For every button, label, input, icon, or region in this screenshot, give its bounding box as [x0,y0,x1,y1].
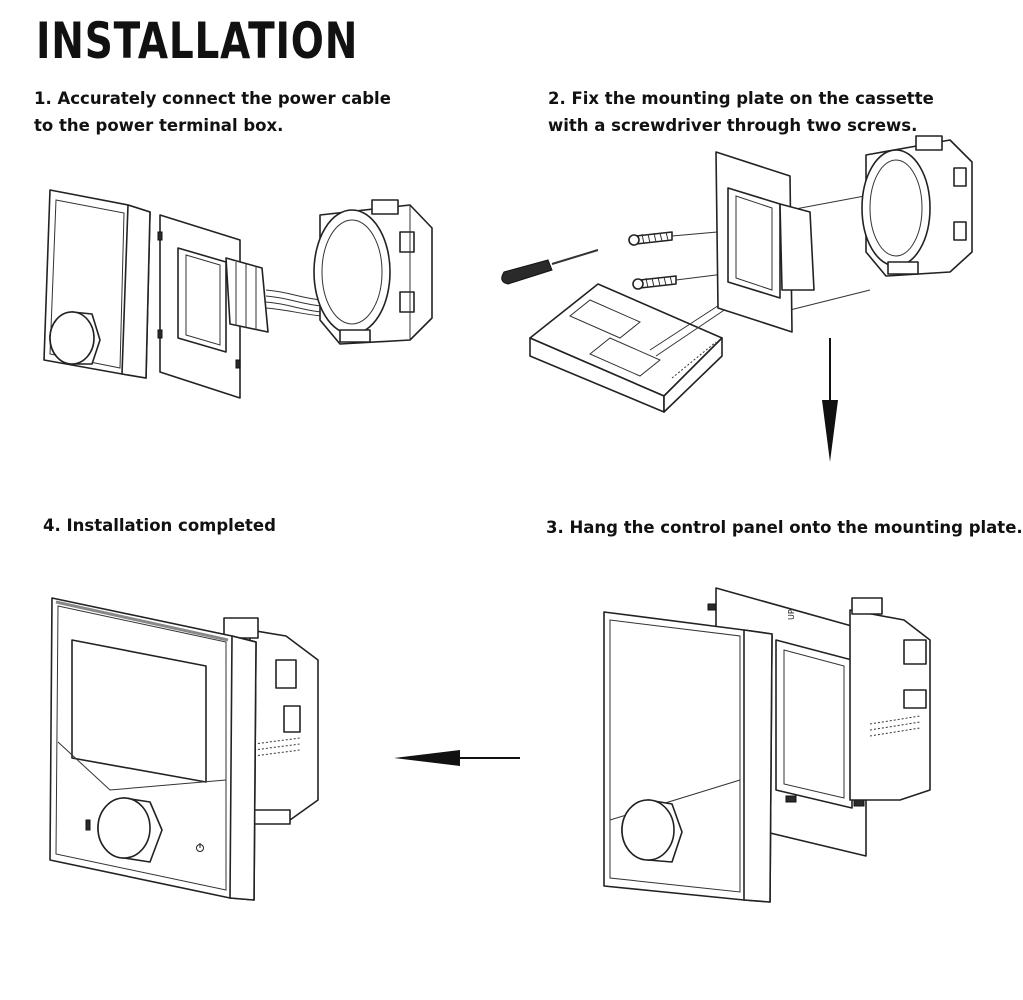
wall-box [313,199,433,345]
step-1-instructions: 1. Accurately connect the power cable to… [34,85,391,139]
wall-box [223,617,319,825]
screw-icon [632,275,677,290]
step-1-illustration [43,189,433,399]
thermostat-panel [49,597,257,901]
control-panel-unit [43,189,151,379]
knob-icon [49,311,101,365]
page-title: INSTALLATION [36,12,359,70]
up-label: UP [787,609,796,620]
arrow-down-icon [822,338,838,462]
step-4-line-1: 4. Installation completed [43,516,276,535]
installation-sheet: INSTALLATION 1. Accurately connect the p… [34,12,1023,903]
indicator-icon [85,819,91,831]
step-3-illustration: UP [603,587,931,903]
knob-icon [97,797,163,863]
step-2-instructions: 2. Fix the mounting plate on the cassett… [548,85,934,139]
step-4-illustration [49,597,319,901]
step-3-line-1: 3. Hang the control panel onto the mount… [546,518,1023,537]
power-icon [196,843,204,852]
power-cable [265,289,323,317]
screwdriver-icon [501,249,599,285]
mounting-plate [715,151,815,333]
knob-icon [621,799,683,863]
illustrations: UP [43,135,973,903]
screw-icon [628,231,673,246]
wall-box [861,135,973,277]
step-4-instructions: 4. Installation completed [43,512,276,539]
step-3-instructions: 3. Hang the control panel onto the mount… [546,514,1023,541]
base-module [529,283,755,413]
step-2-line-1: 2. Fix the mounting plate on the cassett… [548,89,934,108]
wall-box [849,597,931,801]
step-1-line-1: 1. Accurately connect the power cable [34,89,391,108]
step-1-line-2: to the power terminal box. [34,116,284,135]
step-2-illustration [501,135,973,413]
display-screen [71,639,207,783]
step-2-line-2: with a screwdriver through two screws. [548,116,918,135]
terminal-block [225,257,269,333]
control-panel-unit [603,611,773,903]
mounting-plate [157,214,241,399]
arrow-left-icon [394,750,520,766]
